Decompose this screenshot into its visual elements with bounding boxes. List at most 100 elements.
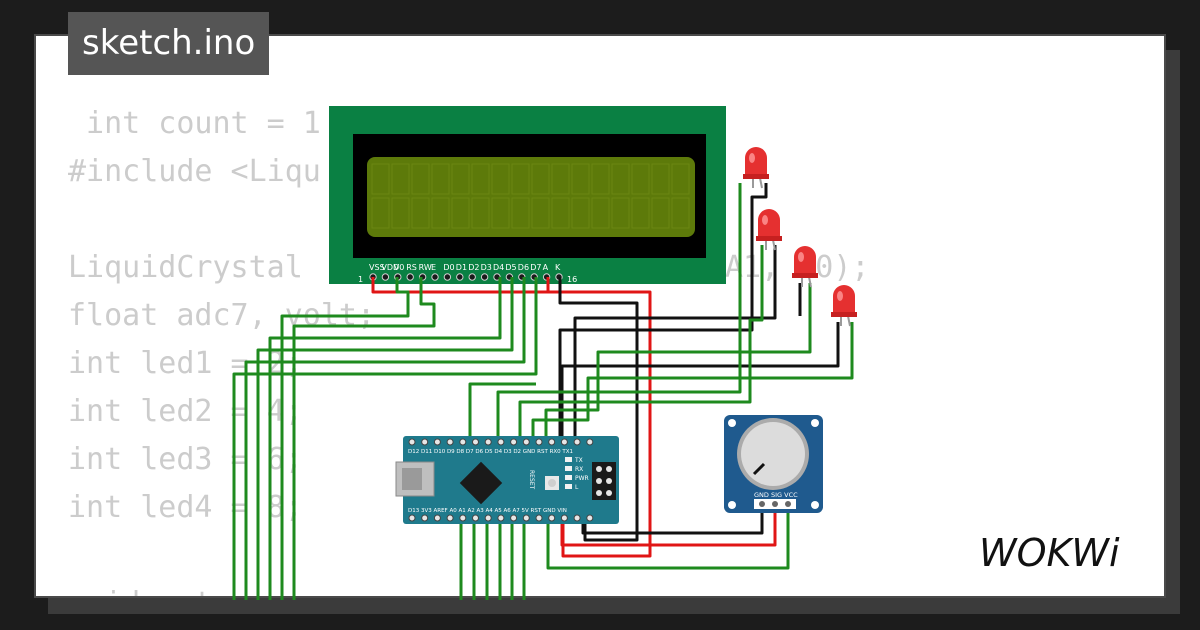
nano-top-pin-labels: D12 D11 D10 D9 D8 D7 D6 D5 D4 D3 D2 GND … [408, 449, 573, 455]
lcd-cell [631, 163, 650, 195]
lcd-pin-label: K [555, 263, 561, 272]
nano-label-tx: TX [574, 457, 583, 464]
nano-pin [535, 438, 543, 446]
lcd-pin-label: VSS [369, 263, 385, 272]
lcd-cell [391, 197, 410, 229]
lcd-cell [571, 163, 590, 195]
lcd-pin-label: D7 [530, 263, 541, 272]
wire-green [268, 277, 502, 600]
code-line: int led3 = 6; [68, 442, 303, 477]
lcd-pin-label: VDD [381, 263, 399, 272]
lcd-cell [651, 197, 670, 229]
lcd-pin-label: D4 [493, 263, 504, 272]
nano-pin [573, 514, 581, 522]
sketch-title: sketch.ino [68, 12, 270, 75]
lcd-cell [651, 163, 670, 195]
nano-status-led [565, 484, 572, 489]
wire-black [558, 183, 768, 442]
led-highlight [837, 291, 843, 301]
lcd-cell [491, 163, 510, 195]
lcd-pin-label: A [543, 263, 549, 272]
code-line: #include <Liqu [68, 154, 321, 189]
icsp-pin [596, 466, 602, 472]
nano-pin [497, 438, 505, 446]
usb-port-inner [402, 468, 422, 490]
reset-button-cap [548, 479, 556, 487]
led[interactable] [756, 209, 782, 251]
lcd-cell [451, 163, 470, 195]
nano-pin [408, 438, 416, 446]
code-line: int led4 = 8; [68, 490, 303, 525]
lcd-pin [468, 273, 476, 281]
lcd-pin-last: 16 [567, 275, 577, 284]
nano-pin [446, 438, 454, 446]
lcd-cell [511, 197, 530, 229]
wire-green [531, 322, 854, 442]
lcd-cell [531, 163, 550, 195]
potentiometer[interactable]: GND SIG VCC [724, 415, 823, 513]
led[interactable] [743, 147, 769, 189]
led-rim [792, 273, 818, 278]
wire-green [546, 505, 790, 570]
lcd-pin-label: RW [419, 263, 432, 272]
led-leg [759, 177, 763, 189]
led-rim [743, 174, 769, 179]
icsp-pin [606, 478, 612, 484]
nano-status-led [565, 475, 572, 480]
nano-label-l: L [575, 484, 579, 491]
nano-pin [472, 438, 479, 446]
nano-pin [421, 438, 429, 446]
lcd-cell [411, 163, 430, 195]
nano-pin [560, 438, 568, 446]
led[interactable] [831, 285, 857, 327]
code-line: LiquidCrystal [68, 250, 303, 285]
wire-black [573, 245, 777, 442]
icsp-header [592, 462, 616, 500]
led-rim [756, 236, 782, 241]
nano-pin [586, 514, 594, 522]
nano-pin-row-bottom [408, 514, 594, 522]
nano-pin [446, 514, 454, 522]
lcd-pin-label: D1 [456, 263, 467, 272]
led-body [758, 209, 780, 238]
lcd-cell [511, 163, 530, 195]
lcd-pin-label: D2 [468, 263, 479, 272]
lcd-cell [471, 163, 490, 195]
lcd-pin-label: RS [406, 263, 417, 272]
nano-label-reset: RESET [528, 470, 535, 490]
wire-black [558, 277, 639, 542]
nano-pin [586, 438, 594, 446]
lcd-cell [411, 197, 430, 229]
lcd-cell [371, 163, 390, 195]
pot-pin [759, 501, 765, 507]
led-rim [831, 312, 857, 317]
lcd-cell [671, 163, 690, 195]
wire-green [292, 277, 436, 600]
lcd-pin-label: V0 [394, 263, 405, 272]
pot-mount-hole [811, 501, 819, 509]
lcd-pin [443, 273, 452, 281]
nano-pin-row-top [408, 438, 594, 446]
lcd-cell [491, 197, 510, 229]
lcd-pin-label: D5 [505, 263, 516, 272]
nano-bottom-pin-labels: D13 3V3 AREF A0 A1 A2 A3 A4 A5 A6 A7 5V … [408, 508, 567, 514]
lcd-cell [451, 197, 470, 229]
lcd-pin-label: D3 [481, 263, 492, 272]
nano-pin [522, 514, 530, 522]
nano-status-led [565, 457, 572, 462]
lcd-cell [631, 197, 650, 229]
lcd-cell [591, 163, 610, 195]
pot-knob[interactable] [741, 422, 805, 486]
led[interactable] [792, 246, 818, 288]
nano-label-pwr: PWR [575, 475, 589, 482]
lcd-cell [391, 163, 410, 195]
pot-mount-hole [728, 419, 736, 427]
arduino-nano[interactable]: D12 D11 D10 D9 D8 D7 D6 D5 D4 D3 D2 GND … [395, 436, 619, 524]
lcd-pin [431, 273, 439, 281]
wire-red [560, 505, 777, 547]
lcd-pin-label: D6 [518, 263, 529, 272]
lcd-cell [531, 197, 550, 229]
lcd-cell [571, 197, 590, 229]
